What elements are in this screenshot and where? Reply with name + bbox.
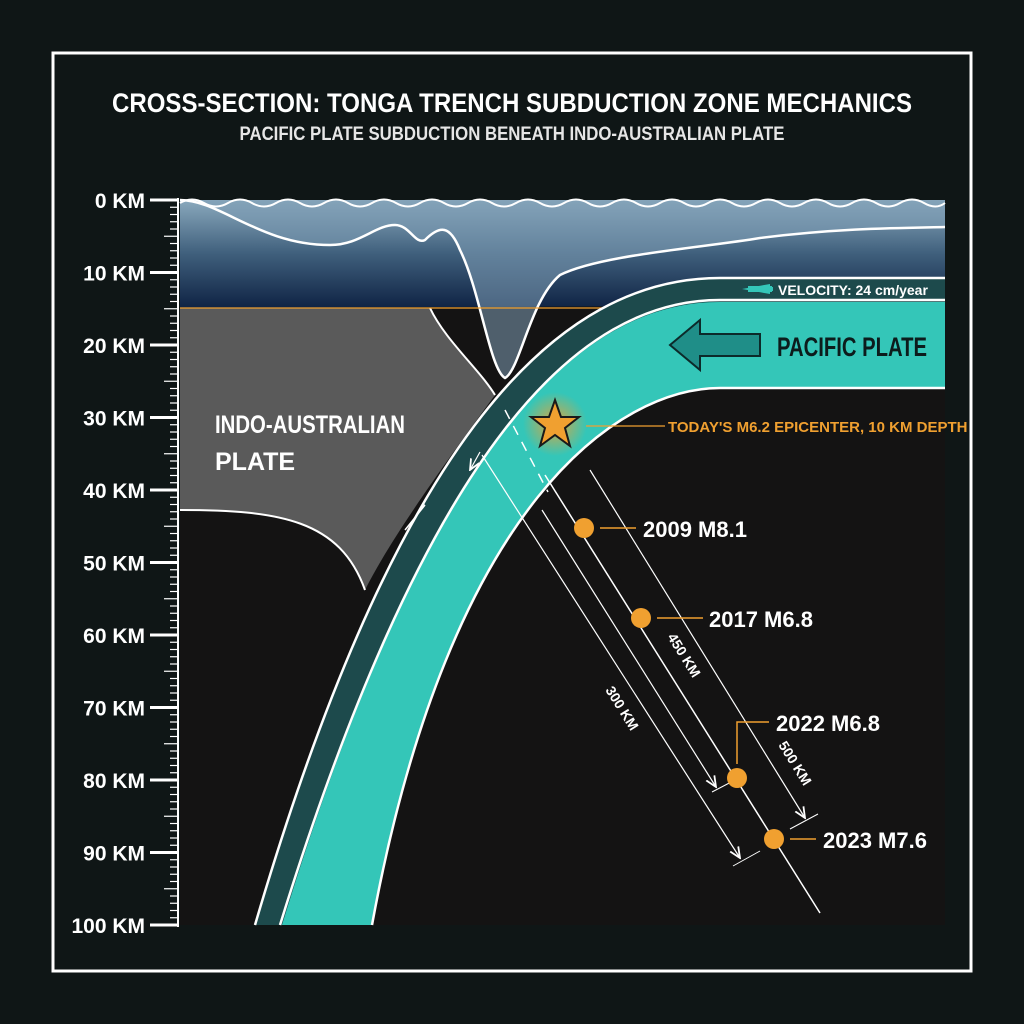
- seafloor-line: [179, 198, 946, 380]
- epicenter-label: TODAY'S M6.2 EPICENTER, 10 KM DEPTH: [668, 419, 967, 436]
- depth-tick-label: 50 KM: [83, 553, 145, 576]
- event-label-2022: 2022 M6.8: [776, 711, 880, 736]
- event-dot-2023: [764, 829, 784, 849]
- slab-edge-line: [253, 276, 945, 926]
- event-dot-2022: [727, 768, 747, 788]
- dimension-450km: [541, 509, 716, 787]
- pacific-plate-slab: [282, 302, 945, 925]
- diagram-title: CROSS-SECTION: TONGA TRENCH SUBDUCTION Z…: [112, 88, 912, 118]
- depth-tick-label: 70 KM: [83, 698, 145, 721]
- fault-dashed-line: [504, 409, 549, 493]
- indo-australian-plate: [180, 308, 495, 590]
- depth-axis: 0 KM 10 KM 20 KM 30 KM 40 KM 50 KM 60 KM 70 KM 8…: [71, 190, 179, 938]
- dimension-endcap: [732, 850, 761, 867]
- indo-plate-label: INDO-AUSTRALIAN: [215, 411, 405, 439]
- plate-boundary-line: [429, 307, 496, 396]
- slip-arrow-icon: [404, 504, 426, 531]
- frame-border: [51, 51, 973, 973]
- depth-tick-label: 90 KM: [83, 843, 145, 866]
- depth-tick-label: 20 KM: [83, 335, 145, 358]
- slab-edge-line: [278, 298, 945, 926]
- depth-tick-label: 100 KM: [71, 915, 145, 938]
- depth-tick-label: 80 KM: [83, 770, 145, 793]
- indo-plate-label-line2: PLATE: [215, 448, 295, 476]
- dimension-endcap: [789, 813, 819, 830]
- leader-line: [736, 721, 769, 764]
- event-dot-2017: [631, 608, 651, 628]
- velocity-label: VELOCITY: 24 cm/year: [778, 282, 928, 298]
- epicenter-star-icon: [528, 396, 582, 449]
- event-label-2023: 2023 M7.6: [823, 828, 927, 853]
- depth-tick-label: 0 KM: [95, 190, 145, 213]
- plate-boundary-line: [179, 509, 366, 591]
- seafloor-shelf: [180, 200, 945, 378]
- pacific-plate-label: PACIFIC PLATE: [777, 332, 927, 362]
- depth-tick-label: 60 KM: [83, 625, 145, 648]
- sea-surface-wave: [179, 198, 946, 208]
- dimension-arrowhead: [470, 451, 481, 470]
- depth-tick-label: 10 KM: [83, 263, 145, 286]
- event-label-2009: 2009 M8.1: [643, 517, 747, 542]
- slab-edge-line: [370, 386, 945, 926]
- dimension-300km: [481, 454, 740, 858]
- velocity-arrow-shaft: [748, 286, 772, 292]
- plate-motion-arrow-icon: [668, 317, 761, 373]
- event-dot-2009: [574, 518, 594, 538]
- depth-tick-label: 30 KM: [83, 408, 145, 431]
- depth-tick-label: 40 KM: [83, 480, 145, 503]
- event-label-2017: 2017 M6.8: [709, 607, 813, 632]
- diagram-subtitle: PACIFIC PLATE SUBDUCTION BENEATH INDO-AU…: [240, 124, 785, 145]
- event-markers: 2009 M8.1 2017 M6.8 2022 M6.8 2023 M7.6: [574, 517, 927, 853]
